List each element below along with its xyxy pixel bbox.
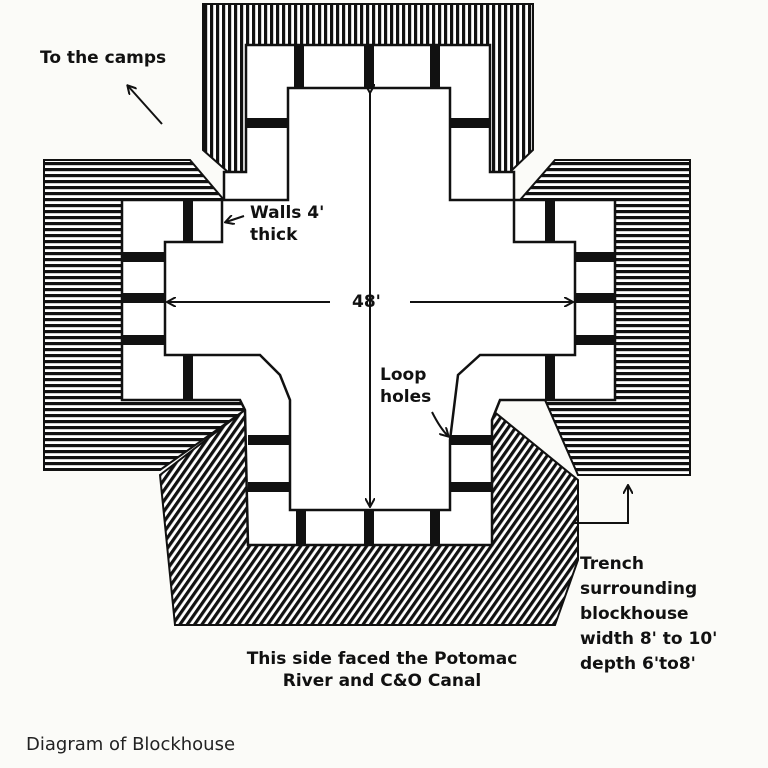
loop-hole <box>575 252 615 262</box>
loop-hole <box>248 435 290 445</box>
loop-holes <box>122 45 615 545</box>
leader-arrows <box>128 86 628 524</box>
walls-thick-label: Walls 4' thick <box>250 203 325 245</box>
loop-holes-label: Loop holes <box>380 365 432 407</box>
loop-hole <box>364 510 374 545</box>
loop-hole <box>450 435 492 445</box>
loop-hole <box>545 355 555 400</box>
loop-hole <box>122 293 165 303</box>
loop-hole <box>183 200 193 242</box>
loop-holes-arrow <box>431 411 448 436</box>
loop-hole <box>450 482 492 492</box>
loop-hole <box>296 510 306 545</box>
loop-hole <box>183 355 193 400</box>
loop-hole <box>246 118 288 128</box>
camps-arrow <box>128 86 163 125</box>
to-camps-label: To the camps <box>40 48 167 68</box>
dimension-lines <box>168 92 572 506</box>
trench-arrow <box>572 486 628 524</box>
loop-hole <box>545 200 555 242</box>
walls-arrow <box>226 216 245 222</box>
loop-hole <box>575 293 615 303</box>
loop-hole <box>430 510 440 545</box>
loop-hole <box>248 482 290 492</box>
loop-hole <box>430 45 440 88</box>
loop-hole <box>364 45 374 88</box>
loop-hole <box>450 118 490 128</box>
dimension-48-label: 48' <box>352 292 381 312</box>
trench-label: Trench surrounding blockhouse width 8' t… <box>580 554 718 674</box>
loop-hole <box>575 335 615 345</box>
loop-hole <box>122 335 165 345</box>
diagram-caption: Diagram of Blockhouse <box>26 734 236 755</box>
loop-hole <box>294 45 304 88</box>
river-label: This side faced the Potomac River and C&… <box>246 649 518 691</box>
loop-hole <box>122 252 165 262</box>
